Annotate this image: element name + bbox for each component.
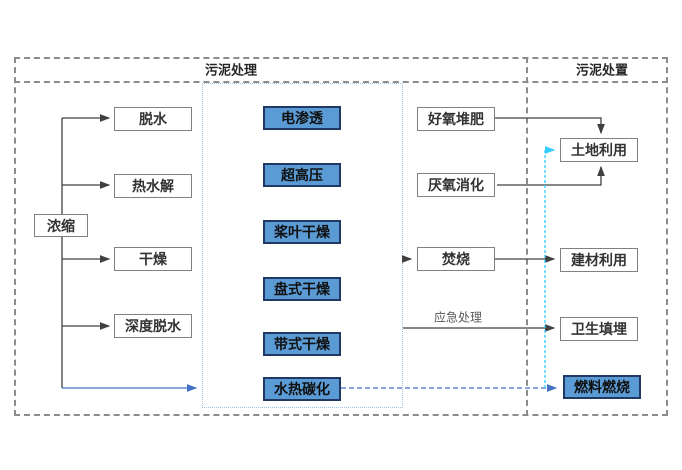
advanced-process-dotted-container xyxy=(202,83,403,408)
node-ultra-high-pressure: 超高压 xyxy=(263,163,341,187)
node-sanitary-landfill: 卫生填埋 xyxy=(560,317,638,341)
node-deep-dewatering: 深度脱水 xyxy=(114,314,192,338)
node-thermal-hydrolysis: 热水解 xyxy=(114,174,192,198)
section-title-disposal: 污泥处置 xyxy=(575,62,629,78)
emergency-treatment-edge-label: 应急处理 xyxy=(433,310,483,325)
node-aerobic-composting: 好氧堆肥 xyxy=(417,107,495,131)
node-building-material-use: 建材利用 xyxy=(560,248,638,272)
node-anaerobic-digestion: 厌氧消化 xyxy=(417,173,495,197)
treatment-disposal-divider xyxy=(526,57,528,416)
node-dewatering: 脱水 xyxy=(114,107,192,131)
node-land-use: 土地利用 xyxy=(560,138,638,162)
section-title-treatment: 污泥处理 xyxy=(204,62,258,78)
node-belt-drying: 带式干燥 xyxy=(263,332,341,356)
node-paddle-drying: 桨叶干燥 xyxy=(263,220,341,244)
node-fuel-combustion: 燃料燃烧 xyxy=(563,375,641,399)
node-incineration: 焚烧 xyxy=(417,247,495,271)
node-drying: 干燥 xyxy=(114,247,192,271)
node-disc-drying: 盘式干燥 xyxy=(263,277,341,301)
node-thickening: 浓缩 xyxy=(34,214,88,237)
header-divider-line xyxy=(14,81,668,83)
node-electro-osmosis: 电渗透 xyxy=(263,106,341,130)
node-hydrothermal-carbonization: 水热碳化 xyxy=(263,377,341,401)
outer-dashed-frame xyxy=(14,57,668,416)
